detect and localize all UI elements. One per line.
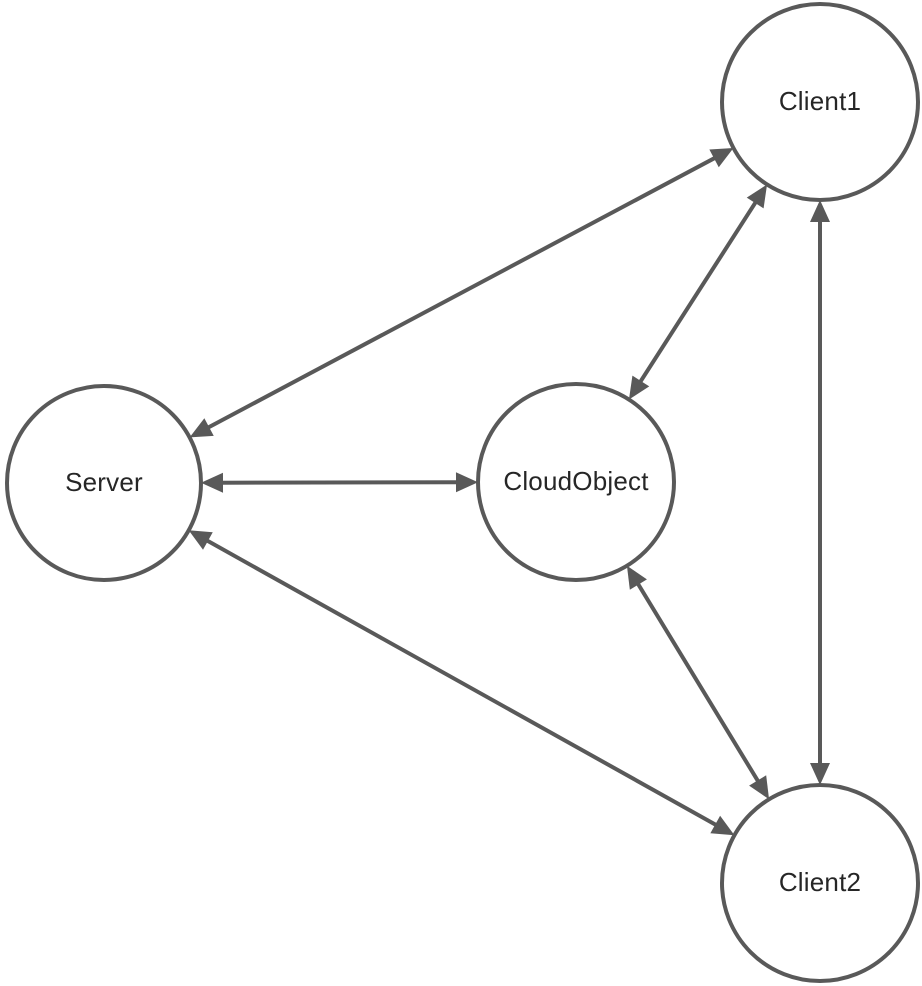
edge-line-server-cloudobject <box>219 480 460 485</box>
arrowhead-client2-to-cloudobject <box>626 565 647 590</box>
edge-line-cloudobject-client1 <box>637 199 759 385</box>
arrowhead-server-to-client1 <box>709 148 734 168</box>
node-circle-cloudobject[interactable] <box>476 382 676 582</box>
node-client2[interactable]: Client2 <box>720 783 920 983</box>
node-circle-client2[interactable] <box>720 783 920 983</box>
node-client1[interactable]: Client1 <box>720 2 920 202</box>
node-label-cloudobject: CloudObject <box>503 466 649 496</box>
arrowhead-cloudobject-to-server <box>200 472 224 493</box>
node-cloudobject[interactable]: CloudObject <box>476 382 676 582</box>
node-label-client1: Client1 <box>779 86 861 116</box>
edge-layer <box>188 148 830 836</box>
arrowhead-client1-to-client2 <box>810 763 830 785</box>
node-label-server: Server <box>65 467 143 497</box>
node-circle-server[interactable] <box>5 384 203 582</box>
edge-client1-client2[interactable] <box>810 200 830 785</box>
arrowhead-server-to-client2 <box>710 815 735 836</box>
edge-line-cloudobject-client2 <box>634 580 762 785</box>
edge-server-client1[interactable] <box>189 148 734 438</box>
arrowhead-cloudobject-to-client1 <box>746 184 768 209</box>
edge-line-server-client1 <box>205 155 718 431</box>
edge-line-server-client2 <box>204 537 720 828</box>
arrowhead-client2-to-client1 <box>810 200 830 222</box>
arrowhead-client1-to-server <box>189 418 214 438</box>
edge-cloudobject-client1[interactable] <box>628 184 768 400</box>
arrowhead-client2-to-server <box>188 530 213 550</box>
node-circle-client1[interactable] <box>720 2 920 202</box>
node-server[interactable]: Server <box>5 384 203 582</box>
edge-server-client2[interactable] <box>188 530 735 836</box>
node-label-client2: Client2 <box>779 867 861 897</box>
arrowhead-cloudobject-to-client2 <box>749 775 770 800</box>
edge-cloudobject-client2[interactable] <box>626 565 770 800</box>
arrowhead-server-to-cloudobject <box>455 472 479 493</box>
arrowhead-client1-to-cloudobject <box>628 375 650 400</box>
edge-server-cloudobject[interactable] <box>200 472 479 493</box>
